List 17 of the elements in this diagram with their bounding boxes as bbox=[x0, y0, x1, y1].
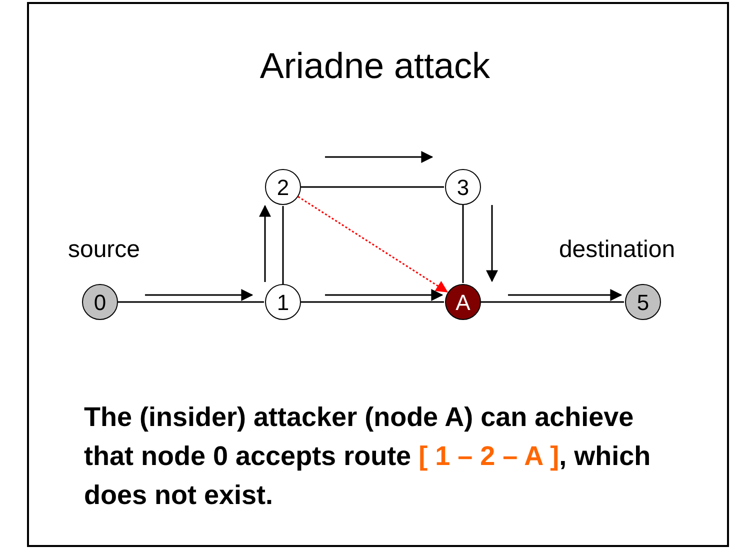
link-line bbox=[301, 186, 444, 188]
link-line bbox=[118, 301, 264, 303]
arrow bbox=[259, 204, 271, 282]
title: Ariadne attack bbox=[258, 44, 492, 88]
arrow bbox=[325, 151, 434, 163]
link-line bbox=[301, 301, 444, 303]
arrow bbox=[325, 289, 444, 301]
arrow bbox=[145, 289, 254, 301]
node-caption: destination bbox=[558, 236, 676, 264]
link-line bbox=[282, 206, 284, 284]
link-line bbox=[481, 301, 624, 303]
arrow bbox=[508, 289, 622, 301]
caption: The (insider) attacker (node A) can achieve that node 0 accepts route [ 1 – 2 – A ], which does not exist. bbox=[84, 401, 652, 512]
arrow bbox=[486, 205, 498, 282]
arrow bbox=[298, 196, 448, 292]
link-line bbox=[462, 205, 464, 283]
node-caption: source bbox=[66, 236, 142, 264]
